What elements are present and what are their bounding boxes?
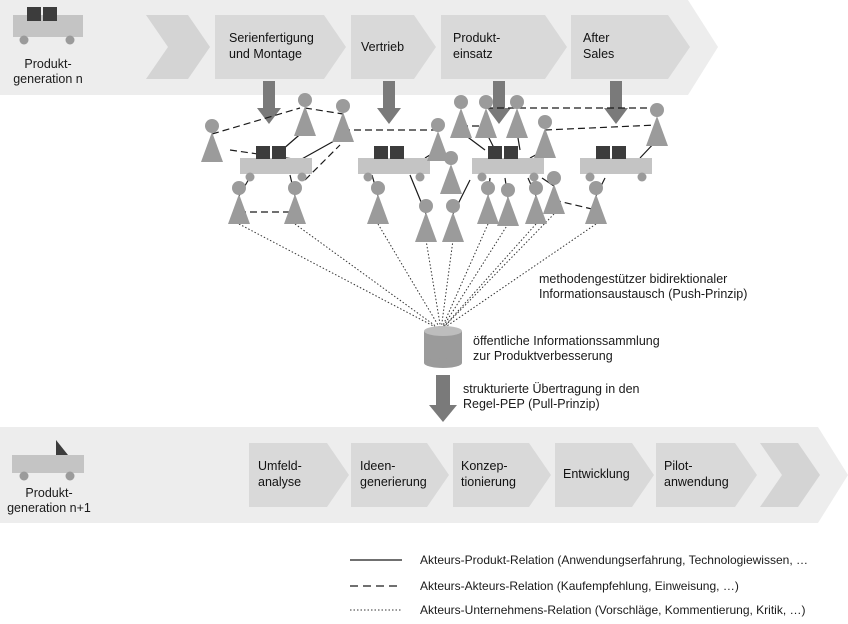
transfer-down-arrow <box>429 375 457 422</box>
chevron-umfeldanalyse <box>249 443 349 507</box>
actor-figure <box>475 95 497 138</box>
legend-solid-label: Akteurs-Produkt-Relation (Anwendungserfa… <box>420 553 808 567</box>
relation-line-dashed <box>304 107 344 115</box>
actor-figure <box>294 93 316 136</box>
relation-line-dashed <box>304 144 341 181</box>
chevron-blank-top <box>146 15 210 79</box>
relation-line-dashed <box>544 124 658 131</box>
relation-line-dotted <box>440 213 555 331</box>
actor-figure <box>228 181 250 224</box>
chevron-pilotanwendung <box>656 443 757 507</box>
chevron-serienfertigung <box>215 15 346 79</box>
chevron-vertrieb <box>351 15 436 79</box>
actor-figure <box>332 99 354 142</box>
product-car-icon <box>240 146 312 182</box>
stage-label-produkteinsatz: Produkt- einsatz <box>453 31 501 61</box>
stage-label-umfeldanalyse: Umfeld- analyse <box>258 459 302 489</box>
stage-label-pilotanwendung: Pilot- anwendung <box>664 459 729 489</box>
relation-line-dotted <box>238 223 442 331</box>
stage-label-konzeptionierung: Konzep- tionierung <box>461 459 516 489</box>
actor-figure <box>525 181 547 224</box>
actor-figure <box>442 199 464 242</box>
actor-figure <box>440 151 462 194</box>
actor-figure <box>450 95 472 138</box>
chevron-konzeptionierung <box>453 443 551 507</box>
exchange-label: methodengestützer bidirektionaler Inform… <box>539 272 748 301</box>
legend-dashed-label: Akteurs-Akteurs-Relation (Kaufempfehlung… <box>420 579 739 593</box>
stage-label-after-sales: After Sales <box>583 31 615 61</box>
generation-n1-label: Produkt- generation n+1 <box>7 486 91 515</box>
actor-figure <box>415 199 437 242</box>
actor-figure <box>427 118 449 161</box>
down-arrow-3 <box>487 81 511 124</box>
relation-line-dotted <box>377 223 442 331</box>
actor-figure <box>497 183 519 226</box>
relation-line-dashed <box>553 199 597 211</box>
stage-label-ideengenerierung: Ideen- generierung <box>360 459 427 489</box>
relation-line-dotted <box>440 239 454 331</box>
down-arrow-1 <box>257 81 281 124</box>
generation-n-label: Produkt- generation n <box>13 57 83 86</box>
product-car-icon <box>580 146 652 182</box>
chevron-blank-bottom <box>760 443 820 507</box>
chevron-after-sales <box>571 15 690 79</box>
product-car-icon <box>358 146 430 182</box>
database-icon <box>424 326 462 368</box>
actor-figure <box>646 103 668 146</box>
actor-figure <box>477 181 499 224</box>
relation-line-dotted <box>440 223 537 331</box>
chevron-produkteinsatz <box>441 15 567 79</box>
actor-figure <box>506 95 528 138</box>
actors <box>201 93 668 242</box>
car-icon-generation-n1 <box>12 440 84 481</box>
stage-down-arrows <box>257 81 628 124</box>
product-cars <box>240 146 652 182</box>
chevron-ideengenerierung <box>351 443 449 507</box>
stage-label-vertrieb: Vertrieb <box>361 40 405 54</box>
transfer-label: strukturierte Übertragung in den Regel-P… <box>463 382 640 411</box>
stage-label-serienfertigung: Serienfertigung und Montage <box>229 31 314 61</box>
actor-figure <box>284 181 306 224</box>
database-label: öffentliche Informationssammlung zur Pro… <box>473 334 660 363</box>
actor-figure <box>534 115 556 158</box>
down-arrow-2 <box>377 81 401 124</box>
relation-line-dotted <box>425 239 442 331</box>
actor-figure <box>367 181 389 224</box>
chevron-entwicklung <box>555 443 654 507</box>
relation-line-dashed <box>211 107 301 135</box>
legend-dotted-label: Akteurs-Unternehmens-Relation (Vorschläg… <box>420 603 806 617</box>
stage-label-entwicklung: Entwicklung <box>563 467 630 481</box>
car-icon-generation-n <box>13 7 83 45</box>
down-arrow-4 <box>604 81 628 124</box>
product-car-icon <box>472 146 544 182</box>
actor-company-relations <box>238 213 597 331</box>
actor-figure <box>585 181 607 224</box>
actor-figure <box>543 171 565 214</box>
actor-figure <box>201 119 223 162</box>
